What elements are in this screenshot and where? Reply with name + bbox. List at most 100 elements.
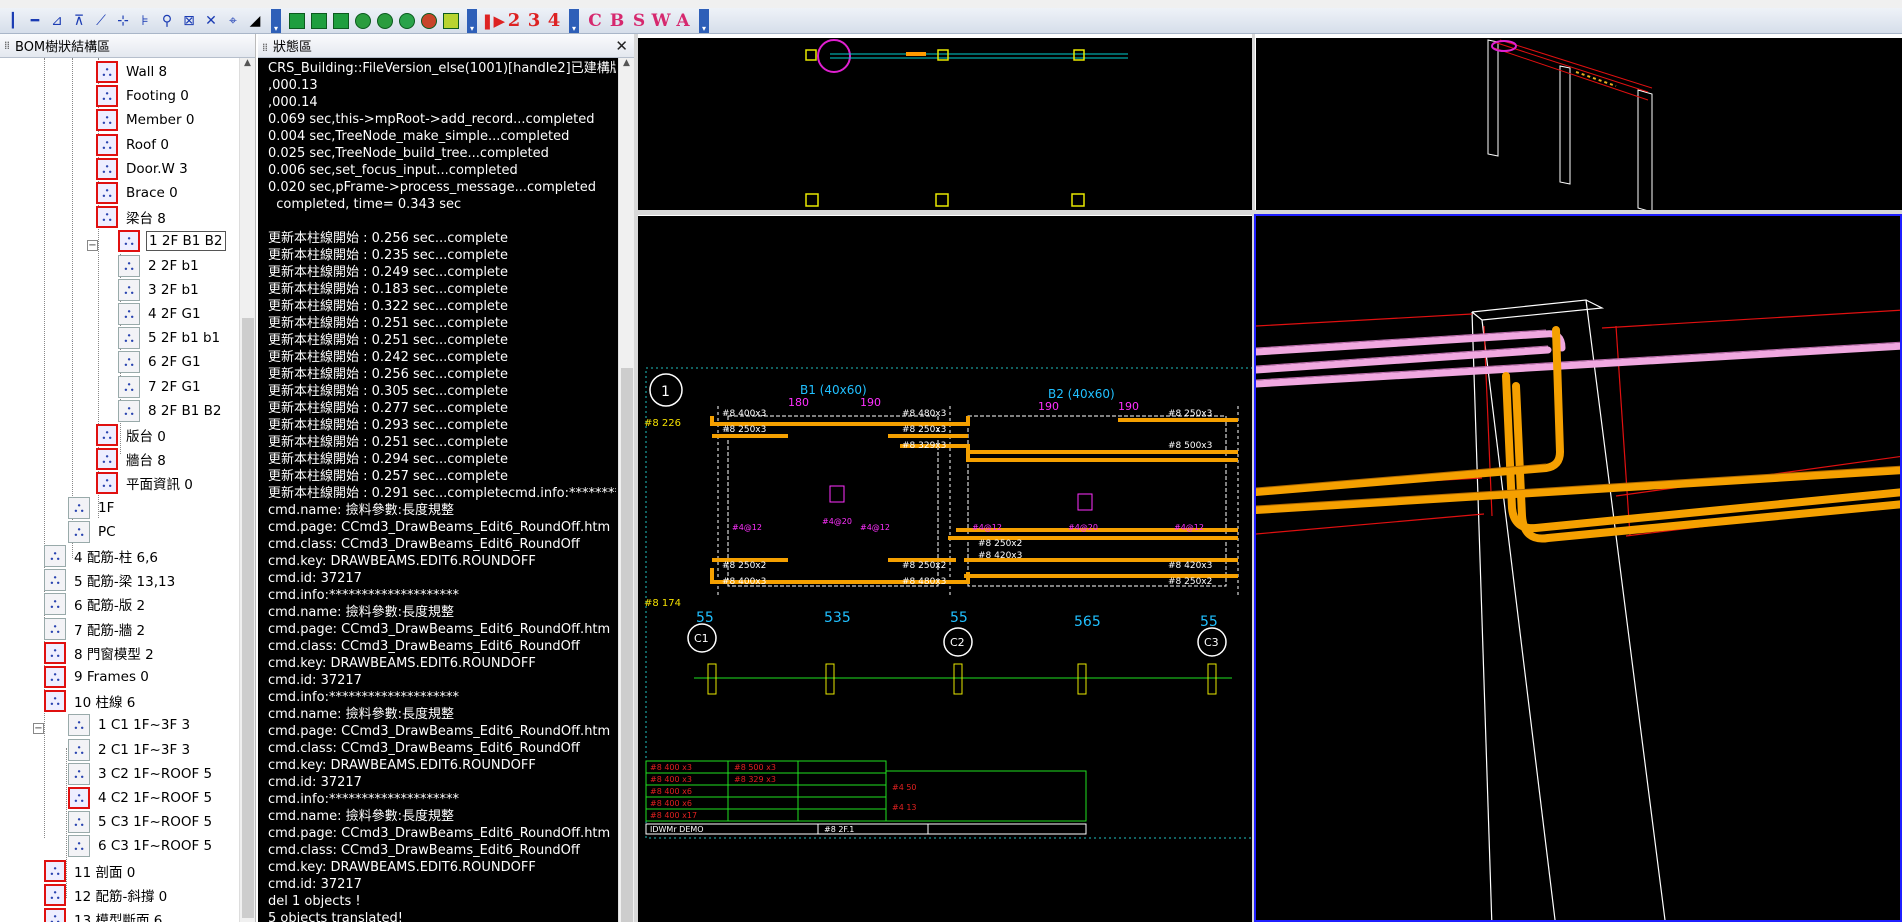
beam-elevation-drawing: 1 B1 (40x60) B2 (40x60): [644, 367, 1252, 839]
green-tool-6-icon[interactable]: [396, 10, 418, 32]
tree-item[interactable]: ⛬Footing 0: [96, 84, 191, 108]
node-icon[interactable]: ⊹: [117, 12, 129, 29]
tree-item-label: 13 模型斷面 6: [74, 913, 163, 922]
tree-item[interactable]: ⛬1F: [68, 496, 116, 520]
viewport-3d-overview[interactable]: [1256, 38, 1902, 210]
splitter[interactable]: [638, 210, 1902, 215]
tree-item[interactable]: ⛬12 配筋-斜撐 0: [44, 883, 169, 907]
frame-icon[interactable]: ⊼: [73, 12, 85, 29]
toolbar-grip[interactable]: ▾: [467, 8, 477, 33]
tree-expander[interactable]: −: [87, 240, 98, 251]
tree-item[interactable]: ⛬Member 0: [96, 108, 196, 132]
tree-item[interactable]: ⛬Roof 0: [96, 133, 171, 157]
viewport-beam-elevation[interactable]: 1 B1 (40x60) B2 (40x60): [638, 216, 1252, 922]
tree-item[interactable]: ⛬1 2F B1 B2: [118, 229, 226, 253]
green-tool-8-icon[interactable]: [440, 10, 462, 32]
tool-s-button[interactable]: S: [632, 10, 646, 31]
tree-item[interactable]: ⛬PC: [68, 520, 118, 544]
tree-item[interactable]: ⛬平面資訊 0: [96, 471, 195, 495]
tree-item[interactable]: ⛬版台 0: [96, 423, 168, 447]
tool-c-button[interactable]: C: [588, 10, 602, 31]
green-tool-5-icon[interactable]: [374, 10, 396, 32]
tree-item[interactable]: ⛬8 門窗模型 2: [44, 641, 156, 665]
green-tool-3-icon[interactable]: [330, 10, 352, 32]
tree-item[interactable]: ⛬5 2F b1 b1: [118, 326, 222, 350]
panel-grip-icon[interactable]: ⁞⁞: [262, 41, 268, 54]
beam-icon[interactable]: ⊧: [141, 12, 149, 29]
tree-item[interactable]: ⛬5 配筋-梁 13,13: [44, 568, 177, 592]
structure-node-icon: ⛬: [96, 448, 118, 471]
tree-item[interactable]: ⛬13 模型斷面 6: [44, 907, 164, 922]
scroll-up-icon[interactable]: ▲: [623, 58, 630, 68]
tree-item[interactable]: ⛬牆台 8: [96, 447, 168, 471]
tree-scrollbar[interactable]: ▲: [239, 58, 255, 922]
triangle-fill-icon[interactable]: ◢: [249, 12, 261, 29]
horizontal-line-icon[interactable]: ━: [30, 12, 40, 29]
diagonal-icon[interactable]: ⟋: [96, 12, 106, 29]
scroll-up-icon[interactable]: ▲: [244, 58, 251, 68]
viewport-plan[interactable]: [638, 38, 1252, 210]
axis-icon[interactable]: ⊿: [51, 12, 63, 29]
tree-item[interactable]: ⛬2 2F b1: [118, 254, 201, 278]
log-line: 更新本柱線開始 : 0.235 sec...complete: [268, 248, 509, 263]
cross-icon[interactable]: ✕: [205, 12, 217, 29]
tree-item[interactable]: ⛬Door.W 3: [96, 157, 190, 181]
rebar-label: #8 250x2: [902, 561, 946, 571]
tree-item[interactable]: ⛬5 C3 1F~ROOF 5: [68, 810, 214, 834]
tree-item[interactable]: ⛬梁台 8: [96, 205, 168, 229]
splitter[interactable]: [1252, 34, 1255, 922]
tool-a-button[interactable]: A: [676, 10, 690, 31]
green-tool-1-icon[interactable]: [286, 10, 308, 32]
tree-item[interactable]: ⛬4 2F G1: [118, 302, 203, 326]
tree-item[interactable]: ⛬3 2F b1: [118, 278, 201, 302]
tree-item[interactable]: ⛬2 C1 1F~3F 3: [68, 738, 192, 762]
tree-item[interactable]: ⛬4 C2 1F~ROOF 5: [68, 786, 214, 810]
structure-node-icon: ⛬: [96, 182, 118, 204]
tree-scroll-thumb[interactable]: [242, 318, 254, 918]
tree-item[interactable]: ⛬8 2F B1 B2: [118, 399, 224, 423]
green-tool-4-icon[interactable]: [352, 10, 374, 32]
tree-item[interactable]: ⛬6 2F G1: [118, 350, 203, 374]
toolbar-grip[interactable]: ▾: [699, 8, 709, 33]
panel-grip-icon[interactable]: ⁞⁞: [4, 39, 10, 52]
svg-text:#4@12: #4@12: [860, 523, 890, 532]
tree-item[interactable]: ⛬Wall 8: [96, 60, 169, 84]
tree-item[interactable]: ⛬6 配筋-版 2: [44, 592, 147, 616]
splitter[interactable]: [634, 34, 638, 922]
play-icon[interactable]: ❚▶: [480, 11, 506, 30]
close-icon[interactable]: ✕: [615, 36, 628, 55]
green-tool-2-icon[interactable]: [308, 10, 330, 32]
column-label: C2: [950, 636, 965, 649]
tree-item[interactable]: ⛬Brace 0: [96, 181, 180, 205]
tool-b-button[interactable]: B: [609, 10, 625, 31]
tree-item[interactable]: ⛬11 剖面 0: [44, 859, 137, 883]
log-scroll-thumb[interactable]: [621, 368, 633, 922]
tree-item[interactable]: ⛬9 Frames 0: [44, 665, 151, 689]
tool-2-button[interactable]: 2: [507, 10, 521, 31]
vertical-line-icon[interactable]: ┃: [8, 12, 18, 29]
tree-item[interactable]: ⛬4 配筋-柱 6,6: [44, 544, 160, 568]
menu-bar[interactable]: [0, 0, 1902, 8]
toolbar-grip[interactable]: ▾: [569, 8, 579, 33]
tree-item[interactable]: ⛬10 柱線 6: [44, 689, 137, 713]
tree-expander[interactable]: −: [33, 723, 44, 734]
green-tool-7-icon[interactable]: [418, 10, 440, 32]
tree-item[interactable]: ⛬1 C1 1F~3F 3: [68, 713, 192, 737]
box-x-icon[interactable]: ⊠: [183, 12, 195, 29]
tree-item[interactable]: ⛬7 2F G1: [118, 375, 203, 399]
viewport-3d-rebar-detail[interactable]: [1254, 214, 1902, 922]
tool-3-button[interactable]: 3: [527, 10, 541, 31]
tree-item[interactable]: ⛬7 配筋-牆 2: [44, 617, 147, 641]
structure-node-icon: ⛬: [68, 738, 90, 761]
target-icon[interactable]: ⌖: [229, 12, 237, 29]
tool-w-button[interactable]: W: [651, 10, 671, 31]
svg-text:#4@12: #4@12: [1174, 523, 1204, 532]
tree-item[interactable]: ⛬6 C3 1F~ROOF 5: [68, 834, 214, 858]
rebar-3d-drawing: [1256, 299, 1900, 920]
toolbar-grip[interactable]: ▾: [271, 8, 281, 33]
anchor-icon[interactable]: ⚲: [161, 12, 173, 29]
tree-item[interactable]: ⛬3 C2 1F~ROOF 5: [68, 762, 214, 786]
log-line: [268, 213, 616, 230]
tool-4-button[interactable]: 4: [547, 10, 561, 31]
log-scrollbar[interactable]: ▲: [618, 58, 634, 922]
